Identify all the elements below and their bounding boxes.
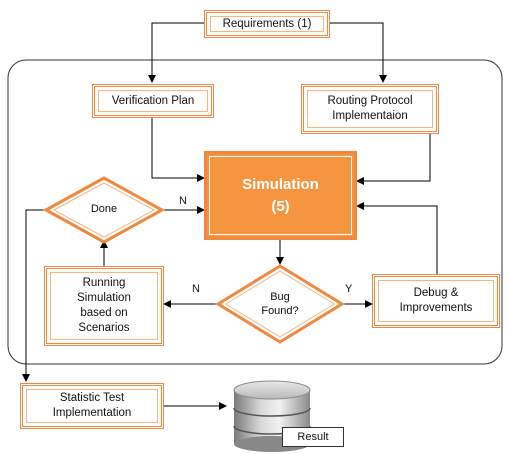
- bug-found-label: Bug Found?: [250, 290, 310, 318]
- result-label-box: Result: [282, 427, 344, 447]
- edge-routing-to-simulation: [356, 134, 431, 185]
- running-simulation-box: Running Simulation based on Scenarios: [44, 266, 164, 346]
- verification-plan-label: Verification Plan: [111, 94, 195, 107]
- bug-found-diamond-inner: [225, 270, 335, 338]
- simulation-title: Simulation: [242, 175, 319, 193]
- bug-no-label: N: [192, 283, 200, 295]
- edge-done-to-statistic: [22, 209, 48, 382]
- debug-improvements-box: Debug & Improvements: [372, 274, 500, 328]
- requirements-box: Requirements (1): [204, 10, 330, 38]
- bug-found-line2: Found?: [261, 305, 299, 317]
- requirements-label: Requirements (1): [222, 17, 312, 30]
- statistic-test-label: Statistic Test Implementation: [52, 392, 132, 419]
- routing-protocol-box: Routing Protocol Implementaion: [301, 84, 439, 134]
- bug-found-diamond: [215, 264, 345, 344]
- edge-requirements-to-routing: [329, 22, 387, 83]
- bug-found-line1: Bug: [270, 291, 290, 303]
- done-diamond: [42, 176, 166, 244]
- done-no-label: N: [179, 195, 187, 207]
- verification-plan-box: Verification Plan: [92, 84, 214, 118]
- done-diamond-inner: [52, 182, 156, 238]
- routing-protocol-label: Routing Protocol Implementaion: [327, 95, 413, 122]
- debug-improvements-label: Debug & Improvements: [399, 287, 473, 314]
- simulation-number: (5): [271, 197, 290, 215]
- done-label: Done: [90, 203, 118, 215]
- statistic-test-box: Statistic Test Implementation: [20, 383, 164, 429]
- edge-debug-to-simulation: [356, 202, 438, 275]
- simulation-box: Simulation (5): [204, 151, 357, 240]
- edge-verification-to-simulation: [151, 118, 205, 182]
- running-simulation-label: Running Simulation based on Scenarios: [77, 277, 131, 334]
- result-label: Result: [297, 431, 329, 443]
- process-group-border: [7, 59, 503, 365]
- edge-requirements-to-verification: [148, 22, 204, 83]
- bug-yes-label: Y: [345, 283, 353, 295]
